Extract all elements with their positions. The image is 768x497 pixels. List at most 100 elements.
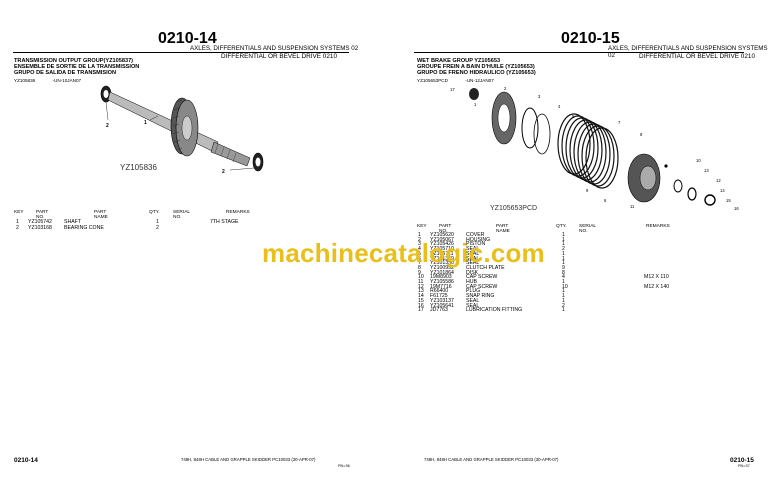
callout-8: 8 (640, 132, 643, 137)
cell-qty: 10 (562, 283, 568, 290)
cell-qty: 1 (562, 236, 565, 243)
cell-key: 11 (418, 279, 424, 285)
cell-key: 3 (418, 241, 421, 248)
callout-12: 12 (716, 178, 721, 183)
callout-4: 4 (558, 104, 561, 109)
cell-qty: 1 (562, 250, 565, 257)
cell-part: YZ103137 (430, 297, 454, 304)
cell-part: R66400 (430, 288, 449, 295)
subsection-title: DIFFERENTIAL OR BEVEL DRIVE 0210 (221, 53, 338, 60)
cell-name: CAP SCREW (466, 274, 498, 281)
watermark: machinecatalogic.com (262, 238, 545, 268)
cell-part: YZ103168 (28, 225, 52, 231)
section-title: AXLES, DIFFERENTIALS AND SUSPENSION SYST… (190, 45, 359, 52)
cell-name: SEAL (466, 297, 480, 304)
cell-part: YZ101349 (430, 255, 454, 262)
header-rule (414, 52, 744, 53)
cell-part: YZ101350 (430, 260, 454, 267)
footer-page-number: 0210-15 (730, 457, 754, 464)
footer-document: 748H, 848H CABLE AND GRAPPLE SKIDDER PC1… (424, 457, 559, 462)
callout-14: 14 (720, 188, 725, 193)
header-part-name: PART NAME (496, 224, 510, 234)
group-title-en: WET BRAKE GROUP YZ105653 (417, 58, 501, 64)
cell-part: YZ101864 (430, 269, 454, 276)
callout-10: 10 (696, 158, 701, 163)
callout-3: 3 (538, 94, 541, 99)
cell-name: PISTON (466, 241, 486, 248)
figure-reference: YZ105836 -UN-10JAN07 (14, 78, 97, 83)
cell-qty: 1 (562, 241, 565, 248)
cell-qty: 1 (562, 232, 565, 238)
cell-key: 10 (418, 274, 424, 281)
cell-name: SEAL (466, 246, 480, 253)
figure-code: -UN-10JAN07 (52, 78, 82, 83)
callout-1: 1 (474, 102, 477, 107)
cell-key: 4 (418, 246, 421, 253)
callout-1: 1 (144, 120, 147, 126)
right-page: 0210-15 AXLES, DIFFERENTIALS AND SUSPENS… (384, 0, 768, 497)
cell-part: YZ100952 (430, 264, 454, 271)
cell-qty: 4 (562, 274, 565, 281)
group-title: TRANSMISSION OUTPUT GROUP(YZ105837) ENSE… (14, 58, 139, 76)
group-title-es: GRUPO DE FRENO HIDRAULICO (YZ105653) (417, 70, 536, 76)
cell-name: CAP SCREW (466, 283, 498, 290)
cell-qty: 2 (156, 225, 159, 231)
cell-part: YZ105710 (430, 246, 454, 253)
cell-name: DISK (466, 269, 479, 276)
cell-qty: 2 (562, 302, 565, 309)
shaft-illustration: 1 2 2 YZ105836 (100, 85, 264, 175)
header-part-no: PART NO. (439, 224, 452, 234)
header-remarks: REMARKS (646, 224, 670, 229)
group-title: WET BRAKE GROUP YZ105653 GROUPE FREIN A … (417, 58, 536, 76)
group-title-fr: GROUPE FREIN A BAIN D'HUILE (YZ105653) (417, 64, 535, 70)
figure-caption: YZ105836 (120, 163, 157, 172)
cell-name: HOUSING (466, 236, 491, 243)
callout-6: 6 (604, 198, 607, 203)
cell-part: YZ105711 (430, 250, 454, 257)
cell-qty: 1 (562, 279, 565, 285)
cell-name: SEAL (466, 260, 480, 267)
subsection-title: DIFFERENTIAL OR BEVEL DRIVE 0210 (639, 53, 756, 60)
cell-name: HUB (466, 279, 477, 285)
cell-key: 14 (418, 293, 424, 300)
figure-code: -UN-12JAN07 (465, 78, 494, 83)
header-key: KEY (417, 224, 427, 229)
callout-2: 2 (106, 123, 109, 129)
cell-qty: 1 (562, 307, 565, 314)
section-title: AXLES, DIFFERENTIALS AND SUSPENSION SYST… (608, 45, 768, 59)
cell-key: 17 (418, 307, 424, 314)
cell-qty: 1 (562, 260, 565, 267)
figure-id: YZ105836 (14, 78, 36, 83)
cell-part: 19M7716 (430, 283, 452, 290)
cell-qty: 1 (562, 288, 565, 295)
callout-11: 11 (630, 204, 635, 209)
cell-name: CLUTCH PLATE (466, 264, 505, 271)
header-serial: SERIAL NO. (173, 210, 190, 220)
cell-name: SHAFT (64, 219, 82, 225)
footer-page-index: PN=36 (338, 464, 350, 468)
callout-9: 9 (586, 188, 589, 193)
cell-part: YZ105641 (430, 302, 454, 309)
footer-page-number: 0210-14 (14, 457, 38, 464)
cell-part: YZ105586 (430, 279, 454, 285)
cell-name: LUBRICATION FITTING (466, 307, 523, 314)
cell-key: 13 (418, 288, 424, 295)
callout-5: 5 (572, 114, 575, 119)
cell-key: 6 (418, 255, 421, 262)
group-title-en: TRANSMISSION OUTPUT GROUP(YZ105837) (14, 58, 134, 64)
cell-key: 7 (418, 260, 421, 267)
cell-name: PLUG (466, 288, 481, 295)
cell-part: YZ105067 (430, 236, 454, 243)
cell-part: YZ105620 (430, 232, 454, 238)
callout-7: 7 (618, 120, 621, 125)
callout-13: 13 (704, 168, 709, 173)
cell-qty: 9 (562, 264, 565, 271)
cell-part: 19M8903 (430, 274, 452, 281)
callout-2: 2 (222, 169, 225, 175)
figure-caption: YZ105653PCD (490, 205, 537, 212)
cell-name: SEAL (466, 255, 480, 262)
header-qty: QTY. (149, 210, 160, 215)
cell-name: SEAL (466, 302, 480, 309)
footer-page-index: PN=37 (738, 464, 750, 468)
cell-qty: 1 (562, 297, 565, 304)
